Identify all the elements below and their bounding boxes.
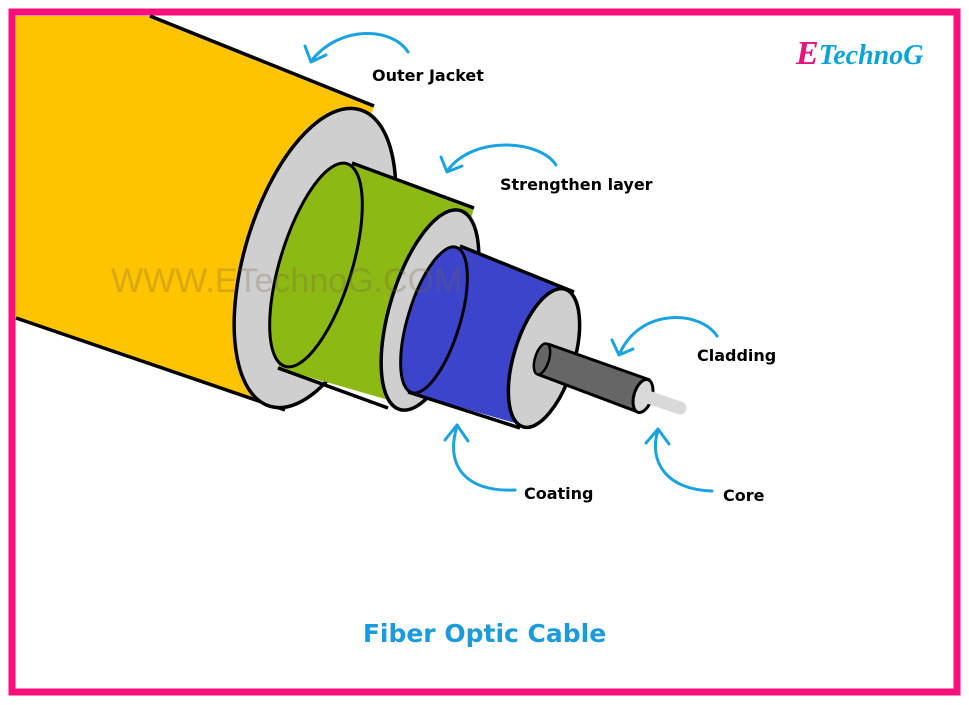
coating-layer (399, 244, 582, 430)
brand-logo: ETechnoG (796, 35, 923, 73)
arrow-strengthen-layer (439, 143, 558, 174)
logo-rest: TechnoG (818, 40, 924, 71)
logo-first-letter: E (796, 35, 819, 72)
arrow-coating (443, 423, 517, 492)
label-cladding: Cladding (697, 346, 777, 365)
core-layer (638, 389, 687, 415)
arrow-outer-jacket (303, 32, 410, 64)
label-strengthen-layer: Strengthen layer (500, 175, 653, 194)
label-coating: Coating (524, 484, 594, 503)
label-outer-jacket: Outer Jacket (372, 66, 484, 85)
annotation-arrows (303, 32, 719, 493)
diagram-caption: Fiber Optic Cable (362, 619, 607, 648)
label-core: Core (723, 486, 765, 505)
cladding-layer (532, 342, 655, 414)
arrow-core (644, 427, 714, 493)
page-border (8, 8, 961, 696)
arrow-cladding (610, 316, 719, 357)
watermark-text: WWW.ETechnoG.COM (111, 262, 463, 300)
